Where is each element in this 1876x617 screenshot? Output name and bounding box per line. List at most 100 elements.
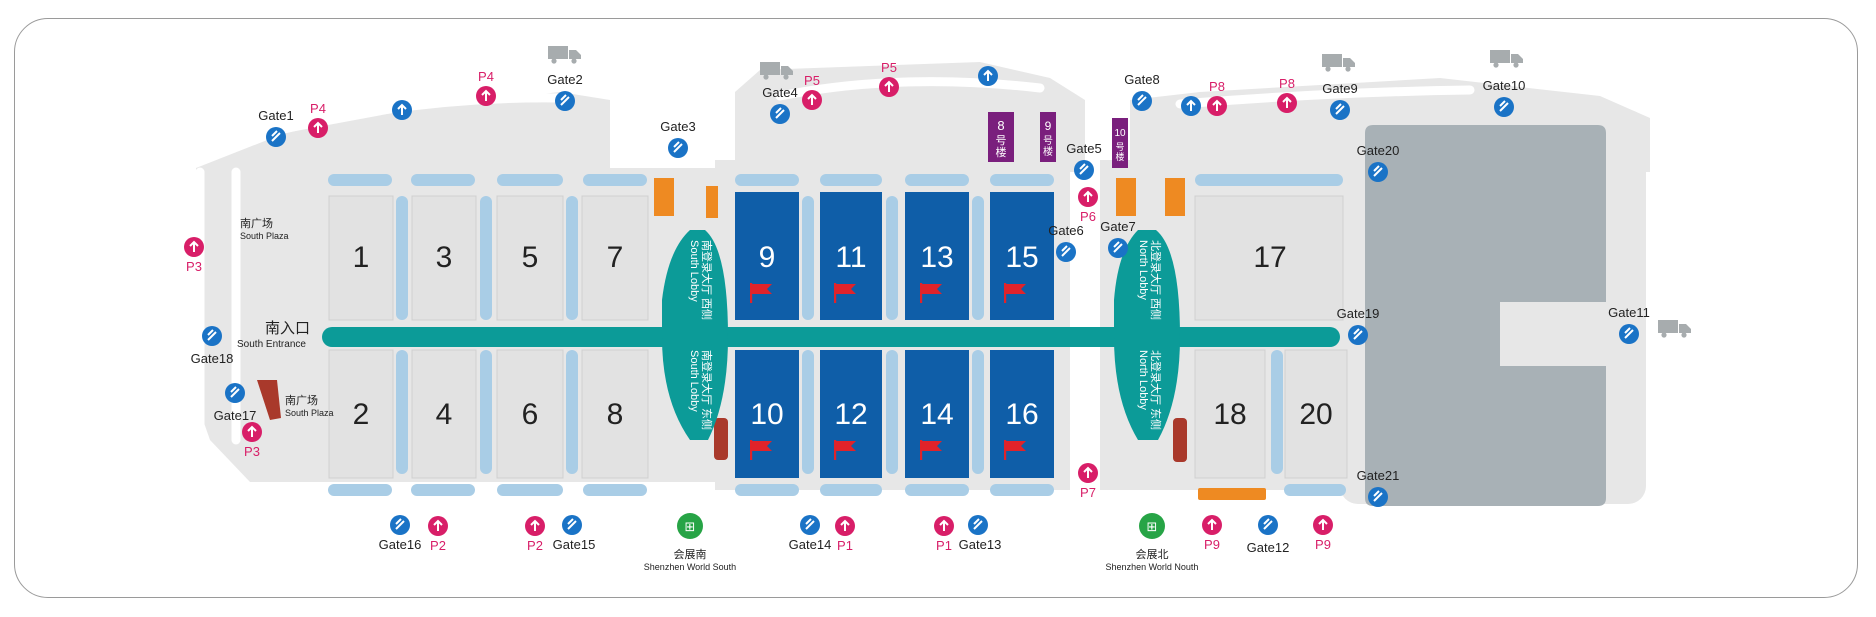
hall-6-label: 6 <box>522 398 539 431</box>
svg-text:⊞: ⊞ <box>1147 520 1158 535</box>
gate-19-marker[interactable]: Gate19 <box>1337 306 1380 345</box>
parking-p1-marker[interactable]: P1 <box>835 516 855 553</box>
gate-label: Gate7 <box>1100 219 1135 234</box>
parking-label: P3 <box>186 259 202 274</box>
parking-label: P8 <box>1209 79 1225 94</box>
parking-p2-marker[interactable]: P2 <box>428 516 448 553</box>
hall-7-label: 7 <box>607 241 624 274</box>
parking-p8-marker[interactable]: P8 <box>1277 76 1297 113</box>
gate-2-marker[interactable]: Gate2 <box>547 72 583 111</box>
direction-marker[interactable] <box>978 66 998 86</box>
hall-2-label: 2 <box>353 398 370 431</box>
parking-p6-marker[interactable]: P6 <box>1078 187 1098 224</box>
parking-label: P9 <box>1204 537 1220 552</box>
orange-blocks <box>654 178 1266 500</box>
truck-icon <box>1490 50 1523 68</box>
parking-p9-marker[interactable]: P9 <box>1202 515 1222 552</box>
gate-15-marker[interactable]: Gate15 <box>553 515 596 552</box>
parking-label: P8 <box>1279 76 1295 91</box>
gate-18-marker[interactable]: Gate18 <box>191 326 234 366</box>
brick-blocks <box>257 380 1187 462</box>
metro-north-en: Shenzhen World Nouth <box>1106 562 1199 572</box>
gate-17-marker[interactable]: Gate17 <box>214 383 257 423</box>
gate-20-marker[interactable]: Gate20 <box>1357 143 1400 182</box>
truck-icon <box>548 46 581 64</box>
blue-halls <box>735 192 1054 478</box>
parking-p7-marker[interactable]: P7 <box>1078 463 1098 500</box>
parking-label: P9 <box>1315 537 1331 552</box>
gate-8-marker[interactable]: Gate8 <box>1124 72 1160 111</box>
gray-halls <box>328 195 1348 479</box>
gate-9-marker[interactable]: Gate9 <box>1322 81 1358 120</box>
gate-label: Gate14 <box>789 537 832 552</box>
building-10-label: 10 <box>1114 128 1126 139</box>
teal-corridor <box>322 230 1340 440</box>
south-entrance-cn: 南入口 <box>265 320 310 337</box>
parking-p8-marker[interactable]: P8 <box>1207 79 1227 116</box>
gate-11-marker[interactable]: Gate11 <box>1608 305 1650 344</box>
south-entrance-en: South Entrance <box>237 339 306 350</box>
gate-label: Gate17 <box>214 408 257 423</box>
gate-label: Gate13 <box>959 537 1002 552</box>
south-lobby-west-cn: 南登录大厅 西侧 <box>700 240 714 320</box>
gate-12-marker[interactable]: Gate12 <box>1247 515 1290 555</box>
south-plaza-cn: 南广场 <box>240 216 273 230</box>
parking-p9-marker[interactable]: P9 <box>1313 515 1333 552</box>
south-plaza-cn-2: 南广场 <box>285 393 318 407</box>
metro-icon <box>1139 513 1165 539</box>
metro-north-cn: 会展北 <box>1136 548 1169 561</box>
building-suffix-char: 楼 <box>1043 145 1053 158</box>
north-lobby-west-en: North Lobby <box>1137 240 1149 300</box>
building-suffix-char: 号 <box>1043 135 1053 147</box>
south-plaza-en: South Plaza <box>240 231 289 241</box>
parking-label: P3 <box>244 444 260 459</box>
gate-label: Gate6 <box>1048 223 1083 238</box>
walkway-bars <box>328 174 1346 496</box>
direction-marker[interactable] <box>1181 96 1201 116</box>
parking-label: P2 <box>430 538 446 553</box>
gate-label: Gate4 <box>762 85 797 100</box>
gate-label: Gate18 <box>191 351 234 366</box>
parking-label: P7 <box>1080 485 1096 500</box>
gate-label: Gate3 <box>660 119 695 134</box>
gate-label: Gate1 <box>258 108 293 123</box>
gate-5-marker[interactable]: Gate5 <box>1066 141 1102 180</box>
gate-7-marker[interactable]: Gate7 <box>1100 219 1136 258</box>
parking-p3-marker[interactable]: P3 <box>242 422 262 459</box>
parking-p4-marker[interactable]: P4 <box>308 101 328 138</box>
hall-10-label: 10 <box>750 398 783 431</box>
parking-p5-marker[interactable]: P5 <box>879 60 899 97</box>
hall-20-label: 20 <box>1299 398 1332 431</box>
building-suffix-char: 楼 <box>996 145 1007 159</box>
parking-p2-marker[interactable]: P2 <box>525 516 545 553</box>
gate-13-marker[interactable]: Gate13 <box>959 515 1002 552</box>
gate-label: Gate8 <box>1124 72 1159 87</box>
gate-16-marker[interactable]: Gate16 <box>379 515 422 552</box>
direction-marker[interactable] <box>392 100 412 120</box>
gate-label: Gate16 <box>379 537 422 552</box>
gate-10-marker[interactable]: Gate10 <box>1483 78 1526 117</box>
north-lobby-east-cn: 北登录大厅 东侧 <box>1149 350 1163 430</box>
parking-p5-marker[interactable]: P5 <box>802 73 822 110</box>
gate-label: Gate5 <box>1066 141 1101 156</box>
gate-14-marker[interactable]: Gate14 <box>789 515 832 552</box>
parking-p1-marker[interactable]: P1 <box>934 516 954 553</box>
parking-p4-marker[interactable]: P4 <box>476 69 496 106</box>
north-lobby-west-cn: 北登录大厅 西侧 <box>1149 240 1163 320</box>
truck-icon <box>1658 320 1691 338</box>
parking-p3-marker[interactable]: P3 <box>184 237 204 274</box>
gate-21-marker[interactable]: Gate21 <box>1357 468 1400 507</box>
gate-1-marker[interactable]: Gate1 <box>258 108 294 147</box>
hall-8-label: 8 <box>607 398 624 431</box>
gate-label: Gate11 <box>1608 305 1650 320</box>
gate-4-marker[interactable]: Gate4 <box>762 85 798 124</box>
south-lobby-east-en: South Lobby <box>688 350 700 412</box>
gate-3-marker[interactable]: Gate3 <box>660 119 696 158</box>
parking-label: P2 <box>527 538 543 553</box>
gate-6-marker[interactable]: Gate6 <box>1048 223 1084 262</box>
hall-1-label: 1 <box>353 241 370 274</box>
hall-5-label: 5 <box>522 241 539 274</box>
large-slate-hall <box>1365 125 1606 506</box>
